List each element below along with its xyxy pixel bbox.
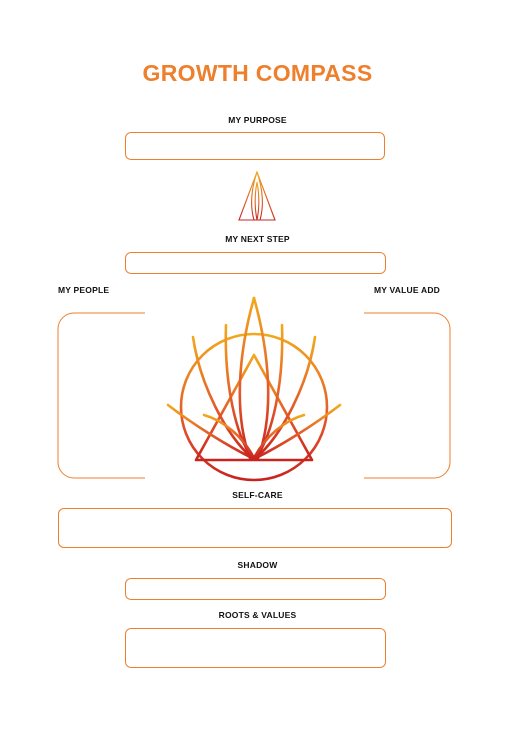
shadow-label: SHADOW (237, 560, 278, 570)
small-flame-icon (238, 170, 276, 221)
purpose-label: MY PURPOSE (228, 115, 287, 125)
people-field[interactable] (56, 312, 148, 480)
self-care-field[interactable] (58, 508, 452, 548)
next-step-label: MY NEXT STEP (225, 234, 290, 244)
shadow-field[interactable] (125, 578, 386, 600)
value-add-label: MY VALUE ADD (374, 285, 440, 295)
self-care-label: SELF-CARE (232, 490, 283, 500)
roots-values-label: ROOTS & VALUES (218, 610, 297, 620)
people-label: MY PEOPLE (58, 285, 110, 295)
page-title: GROWTH COMPASS (142, 60, 373, 86)
value-add-field[interactable] (362, 312, 454, 480)
next-step-field[interactable] (125, 252, 386, 274)
purpose-field[interactable] (125, 132, 385, 160)
compass-emblem-icon (166, 296, 342, 482)
roots-values-field[interactable] (125, 628, 386, 668)
